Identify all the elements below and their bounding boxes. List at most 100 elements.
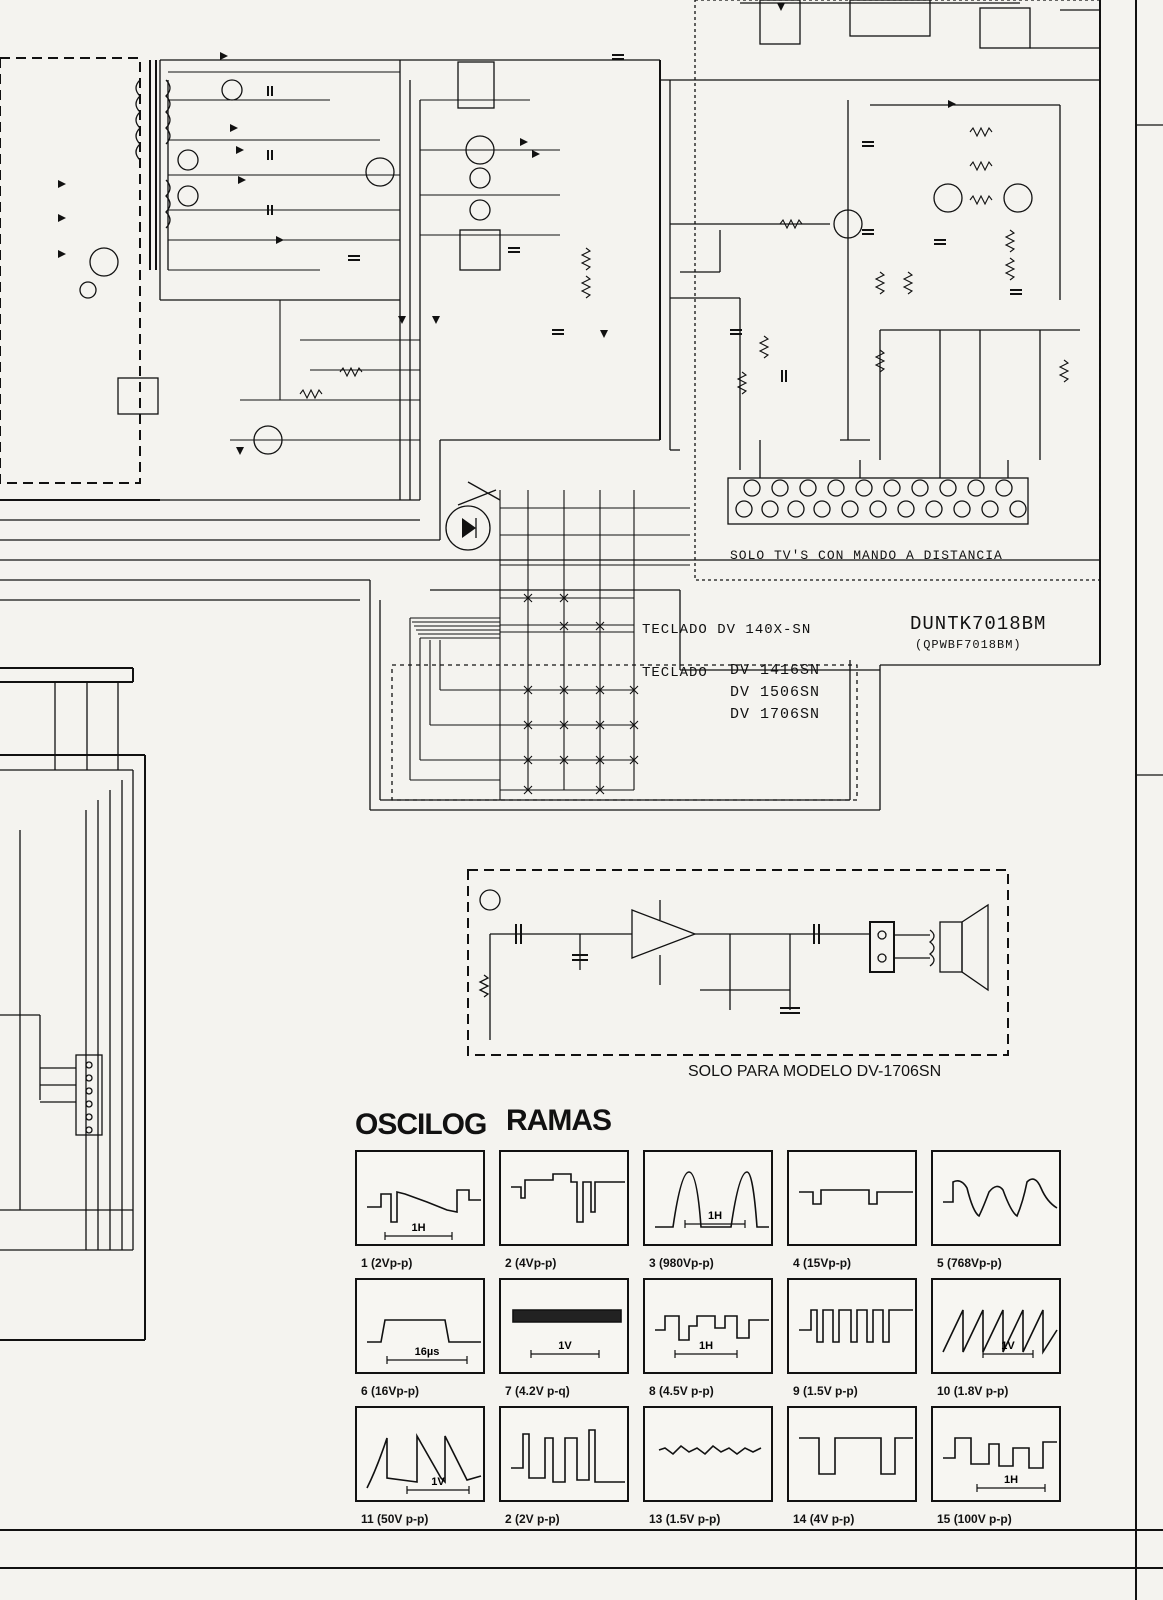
oscillogram-number: 2: [505, 1256, 516, 1270]
oscillogram-12: [499, 1406, 629, 1502]
waveform-trace: 1H: [655, 1171, 769, 1228]
oscillogram-number: 9: [793, 1384, 804, 1398]
waveform-line: [511, 1429, 625, 1483]
oscillogram-caption-8: 8 (4.5V p-p): [649, 1384, 714, 1398]
waveform-line: [367, 1319, 481, 1343]
oscillogram-number: 1: [361, 1256, 372, 1270]
oscillogram-caption-7: 7 (4.2V p-q): [505, 1384, 570, 1398]
oscillogram-8: 1H: [643, 1278, 773, 1374]
keyboard-model-2: DV 1506SN: [730, 684, 821, 701]
waveform-line: [511, 1173, 625, 1223]
oscillogram-amplitude: (2V p-p): [515, 1512, 560, 1526]
scale-marker: [674, 1350, 738, 1358]
oscillogram-amplitude: (100V p-p): [953, 1512, 1012, 1526]
waveform-trace: 1H: [367, 1189, 481, 1240]
waveform-trace: [799, 1189, 913, 1205]
oscillogram-number: 15: [937, 1512, 954, 1526]
oscillogram-amplitude: (768Vp-p): [947, 1256, 1002, 1270]
oscillogram-2: [499, 1150, 629, 1246]
oscillogram-amplitude: (4.2V p-q): [515, 1384, 570, 1398]
scale-marker: [386, 1356, 468, 1364]
scale-marker: [406, 1486, 470, 1494]
board-title: DUNTK7018BM: [910, 613, 1047, 635]
oscillogram-7: 1V: [499, 1278, 629, 1374]
waveform-line: [943, 1178, 1058, 1218]
oscillogram-amplitude: (4Vp-p): [515, 1256, 557, 1270]
waveform-line: [367, 1189, 481, 1223]
oscillogram-10: 1V: [931, 1278, 1061, 1374]
oscillogram-caption-9: 9 (1.5V p-p): [793, 1384, 858, 1398]
oscillogram-caption-2: 2 (4Vp-p): [505, 1256, 556, 1270]
waveform-trace: [658, 1444, 762, 1456]
waveform-line: [655, 1315, 769, 1341]
remote-note: SOLO TV'S CON MANDO A DISTANCIA: [730, 548, 1003, 563]
oscillogram-14: [787, 1406, 917, 1502]
oscillogram-amplitude: (50V p-p): [377, 1512, 429, 1526]
oscillogram-amplitude: (980Vp-p): [659, 1256, 714, 1270]
keyboard-model-3: DV 1706SN: [730, 706, 821, 723]
waveform-trace: [943, 1178, 1058, 1218]
oscillogram-number: 8: [649, 1384, 660, 1398]
waveform-trace: 1H: [943, 1437, 1057, 1492]
oscillogram-15: 1H: [931, 1406, 1061, 1502]
waveform-line: [366, 1432, 482, 1489]
keyboard-label-1: TECLADO DV 140X-SN: [642, 622, 812, 638]
waveform-trace: 16µs: [367, 1319, 481, 1364]
waveform-trace: [511, 1429, 625, 1483]
waveform-line: [799, 1437, 913, 1475]
oscillogram-caption-3: 3 (980Vp-p): [649, 1256, 714, 1270]
oscillogram-number: 6: [361, 1384, 372, 1398]
oscillogram-number: 2: [505, 1512, 516, 1526]
oscillogram-amplitude: (4.5V p-p): [659, 1384, 714, 1398]
oscillogram-caption-15: 15 (100V p-p): [937, 1512, 1012, 1526]
waveform-line: [799, 1189, 913, 1205]
oscillogram-9: [787, 1278, 917, 1374]
oscillogram-number: 10: [937, 1384, 954, 1398]
scale-label: 1H: [708, 1210, 722, 1222]
model-note: SOLO PARA MODELO DV-1706SN: [688, 1063, 942, 1080]
scale-label: 1V: [431, 1476, 445, 1488]
oscillogram-caption-4: 4 (15Vp-p): [793, 1256, 851, 1270]
oscillogram-3: 1H: [643, 1150, 773, 1246]
keyboard-label-2: TECLADO: [642, 665, 708, 681]
oscillogram-13: [643, 1406, 773, 1502]
waveform-line: [799, 1309, 913, 1343]
oscillogram-number: 5: [937, 1256, 948, 1270]
waveform-trace: [799, 1437, 913, 1475]
oscillogram-amplitude: (15Vp-p): [803, 1256, 852, 1270]
waveform-line: [512, 1309, 622, 1323]
scale-label: 1V: [558, 1340, 572, 1352]
scale-label: 1H: [699, 1340, 713, 1352]
waveform-trace: 1V: [512, 1309, 622, 1358]
oscillogram-amplitude: (2Vp-p): [371, 1256, 413, 1270]
oscillogram-caption-1: 1 (2Vp-p): [361, 1256, 412, 1270]
board-subtitle: (QPWBF7018BM): [915, 638, 1022, 652]
oscillogram-number: 4: [793, 1256, 804, 1270]
oscillogram-11: 1V: [355, 1406, 485, 1502]
waveform-line: [943, 1437, 1057, 1469]
oscillogram-caption-13: 13 (1.5V p-p): [649, 1512, 720, 1526]
oscillogram-amplitude: (4V p-p): [809, 1512, 855, 1526]
scale-marker: [384, 1232, 453, 1240]
waveform-trace: 1V: [942, 1309, 1058, 1358]
oscillogram-caption-11: 11 (50V p-p): [361, 1512, 428, 1526]
scale-marker: [684, 1220, 746, 1228]
scale-marker: [982, 1350, 1034, 1358]
scale-label: 1H: [1004, 1474, 1018, 1486]
oscillogram-caption-6: 6 (16Vp-p): [361, 1384, 419, 1398]
keyboard-model-1: DV 1416SN: [730, 662, 821, 679]
oscillogram-number: 14: [793, 1512, 810, 1526]
scale-label: 1V: [1001, 1340, 1015, 1352]
oscillograms-title-left: OSCILOG: [355, 1108, 487, 1141]
scale-label: 1H: [411, 1222, 425, 1234]
oscillogram-number: 13: [649, 1512, 666, 1526]
oscillogram-1: 1H: [355, 1150, 485, 1246]
oscillogram-number: 11: [361, 1512, 378, 1526]
oscillogram-4: [787, 1150, 917, 1246]
scale-marker: [976, 1484, 1046, 1492]
oscillogram-caption-12: 2 (2V p-p): [505, 1512, 560, 1526]
scale-marker: [530, 1350, 600, 1358]
waveform-trace: 1V: [366, 1432, 482, 1494]
oscillogram-caption-14: 14 (4V p-p): [793, 1512, 854, 1526]
